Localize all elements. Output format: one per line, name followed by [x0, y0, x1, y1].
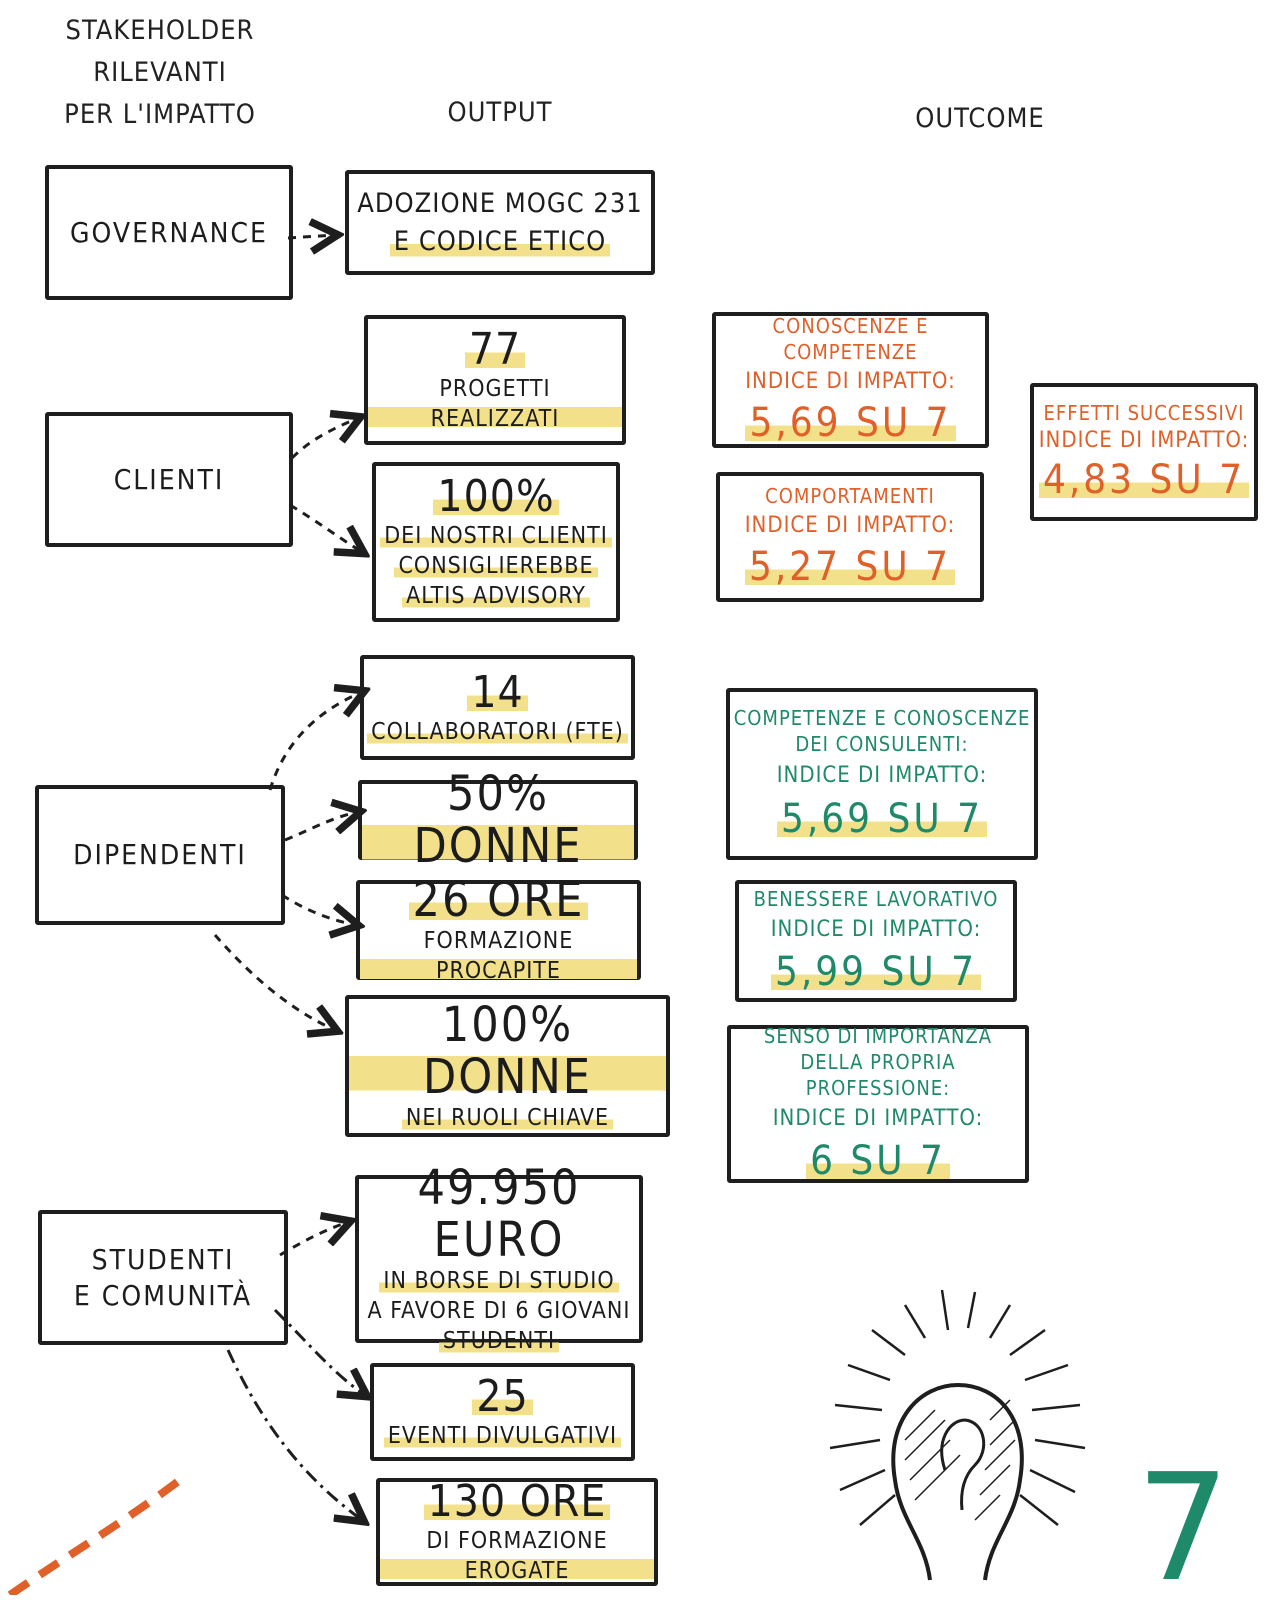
arrow-dipendenti-formazione — [281, 893, 356, 925]
arrow-studenti-eventi — [273, 1308, 365, 1395]
arrow-dipendenti-donne — [284, 812, 358, 842]
output-formazione-label: FORMAZIONE PROCAPITE — [360, 926, 637, 986]
output-eventi: 25 EVENTI DIVULGATIVI — [370, 1363, 635, 1461]
output-progetti-label: PROGETTI REALIZZATI — [368, 374, 622, 434]
output-ore-label: DI FORMAZIONE EROGATE — [380, 1526, 654, 1586]
arrow-governance-mogc — [287, 235, 335, 238]
output-mogc: ADOZIONE MOGC 231 E CODICE ETICO — [345, 170, 655, 275]
stakeholder-clienti: CLIENTI — [45, 412, 293, 547]
output-borse-line1: IN BORSE DI STUDIO — [379, 1266, 619, 1296]
output-eventi-label: EVENTI DIVULGATIVI — [383, 1421, 622, 1451]
stakeholder-governance: GOVERNANCE — [45, 165, 293, 300]
stakeholder-clienti-label: CLIENTI — [113, 462, 225, 496]
dashed-arc-decoration — [7, 1476, 183, 1595]
header-stakeholder-line2: RILEVANTI — [93, 57, 227, 88]
output-collaboratori: 14 COLLABORATORI (FTE) — [360, 655, 635, 760]
output-ore-erogate: 130 ORE DI FORMAZIONE EROGATE — [376, 1478, 658, 1586]
header-stakeholder-line1: STAKEHOLDER — [65, 15, 255, 46]
output-formazione-value: 26 ORE — [408, 874, 589, 926]
output-clienti-line1: DEI NOSTRI CLIENTI — [380, 521, 612, 551]
output-ruoli-value: 100% DONNE — [349, 999, 666, 1103]
outcome-importanza-value: 6 SU 7 — [806, 1137, 950, 1185]
arrow-studenti-borse — [279, 1222, 348, 1257]
output-borse-value: 49.950 EURO — [417, 1160, 581, 1268]
output-clienti-line3: ALTIS ADVISORY — [402, 581, 590, 611]
stakeholder-dipendenti: DIPENDENTI — [35, 785, 285, 925]
output-eventi-value: 25 — [472, 1373, 533, 1421]
outcome-comportamenti-value: 5,27 SU 7 — [744, 543, 956, 591]
output-clienti-100: 100% DEI NOSTRI CLIENTI CONSIGLIEREBBE A… — [372, 462, 620, 622]
outcome-conoscenze-index-label: INDICE DI IMPATTO: — [745, 369, 956, 394]
outcome-benessere-value: 5,99 SU 7 — [770, 948, 982, 996]
output-borse-line3: STUDENTI — [438, 1326, 560, 1356]
output-progetti-value: 77 — [464, 326, 526, 374]
outcome-benessere-title: BENESSERE LAVORATIVO — [753, 887, 999, 911]
output-progetti: 77 PROGETTI REALIZZATI — [364, 315, 626, 445]
arrow-studenti-ore — [226, 1349, 362, 1520]
outcome-conoscenze: CONOSCENZE E COMPETENZE INDICE DI IMPATT… — [712, 312, 989, 448]
output-donne-value: 50% DONNE — [362, 768, 634, 872]
page-number: 7 — [1136, 1442, 1231, 1614]
stakeholder-studenti-line1: STUDENTI — [91, 1242, 235, 1276]
output-clienti-line2: CONSIGLIEREBBE — [394, 551, 598, 581]
arrow-dipendenti-ruoli — [213, 934, 335, 1030]
outcome-consulenti-title1: COMPETENZE E CONOSCENZE — [733, 706, 1031, 730]
header-outcome: OUTCOME — [915, 103, 1045, 134]
outcome-consulenti: COMPETENZE E CONOSCENZE DEI CONSULENTI: … — [726, 688, 1038, 860]
output-mogc-line1: ADOZIONE MOGC 231 — [357, 187, 643, 219]
outcome-importanza-index-label: INDICE DI IMPATTO: — [772, 1106, 984, 1131]
outcome-conoscenze-title: CONOSCENZE E COMPETENZE — [772, 314, 929, 364]
outcome-effetti-value: 4,83 SU 7 — [1038, 456, 1250, 504]
header-stakeholder: STAKEHOLDER RILEVANTI PER L'IMPATTO — [60, 10, 260, 136]
output-donne: 50% DONNE — [358, 768, 638, 872]
stakeholder-dipendenti-label: DIPENDENTI — [73, 838, 247, 871]
stakeholder-studenti: STUDENTI E COMUNITÀ — [38, 1210, 288, 1345]
output-ruoli-label: NEI RUOLI CHIAVE — [401, 1103, 614, 1133]
arrow-dipendenti-collaboratori — [268, 692, 362, 791]
arrow-clienti-progetti — [290, 418, 358, 460]
outcome-importanza-title1: SENSO DI IMPORTANZA — [763, 1024, 993, 1048]
outcome-effetti-index-label: INDICE DI IMPATTO: — [1038, 428, 1250, 453]
lightbulb-icon — [829, 1289, 1086, 1581]
output-mogc-line2: E CODICE ETICO — [389, 222, 611, 261]
arrow-clienti-100 — [289, 503, 362, 552]
stakeholder-studenti-line2: E COMUNITÀ — [73, 1278, 253, 1312]
output-ruoli: 100% DONNE NEI RUOLI CHIAVE — [345, 995, 670, 1137]
outcome-effetti: EFFETTI SUCCESSIVI INDICE DI IMPATTO: 4,… — [1030, 383, 1258, 521]
outcome-benessere: BENESSERE LAVORATIVO INDICE DI IMPATTO: … — [735, 880, 1017, 1002]
outcome-comportamenti: COMPORTAMENTI INDICE DI IMPATTO: 5,27 SU… — [716, 472, 984, 602]
outcome-comportamenti-title: COMPORTAMENTI — [765, 484, 935, 508]
outcome-importanza: SENSO DI IMPORTANZA DELLA PROPRIA PROFES… — [727, 1024, 1029, 1185]
outcome-conoscenze-value: 5,69 SU 7 — [745, 399, 956, 447]
outcome-importanza-title2: DELLA PROPRIA PROFESSIONE: — [800, 1050, 956, 1100]
output-borse: 49.950 EURO IN BORSE DI STUDIO A FAVORE … — [355, 1162, 643, 1356]
output-borse-line2: A FAVORE DI 6 GIOVANI — [367, 1298, 631, 1324]
header-stakeholder-line3: PER L'IMPATTO — [64, 99, 256, 130]
output-clienti-value: 100% — [433, 473, 559, 521]
outcome-consulenti-title2: DEI CONSULENTI: — [795, 732, 969, 756]
outcome-consulenti-index-label: INDICE DI IMPATTO: — [776, 763, 988, 788]
header-output: OUTPUT — [447, 97, 553, 128]
outcome-benessere-index-label: INDICE DI IMPATTO: — [770, 917, 982, 942]
output-formazione: 26 ORE FORMAZIONE PROCAPITE — [356, 874, 641, 986]
outcome-consulenti-value: 5,69 SU 7 — [776, 795, 988, 843]
stakeholder-governance-label: GOVERNANCE — [70, 215, 268, 249]
outcome-effetti-title: EFFETTI SUCCESSIVI — [1043, 401, 1245, 425]
outcome-comportamenti-index-label: INDICE DI IMPATTO: — [744, 513, 956, 538]
output-collaboratori-value: 14 — [467, 668, 528, 717]
output-ore-value: 130 ORE — [423, 1478, 611, 1526]
output-collaboratori-label: COLLABORATORI (FTE) — [367, 716, 628, 747]
